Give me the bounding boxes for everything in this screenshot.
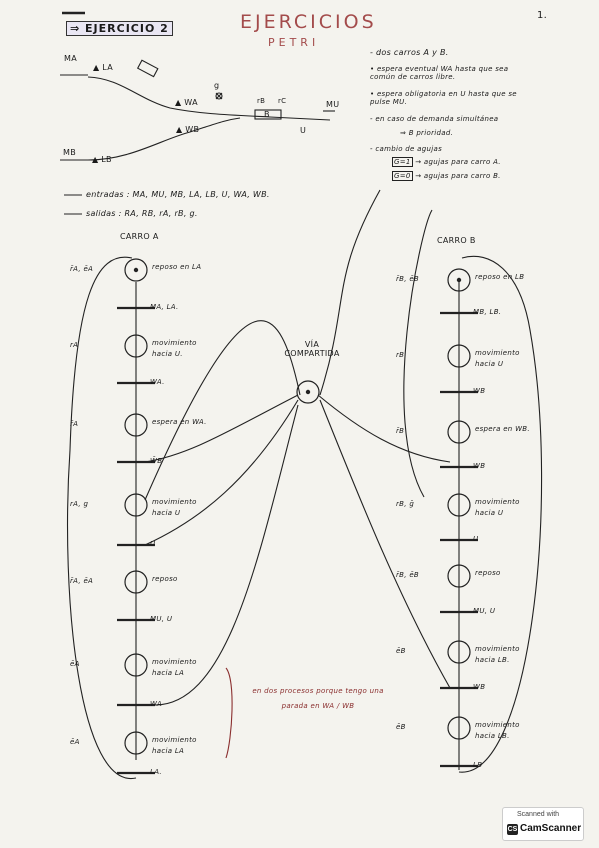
place-name: espera en WA.: [152, 418, 207, 426]
transition-label: MU, U: [150, 615, 173, 623]
place-output-label: rA: [70, 341, 79, 349]
carro-b-token: [456, 277, 462, 283]
place-output-label: ēB: [396, 647, 406, 655]
shared-place: [296, 380, 320, 404]
transition-label: U: [150, 540, 156, 548]
place-name: movimiento hacia U: [152, 498, 197, 517]
place-output-label: rA, g: [70, 500, 89, 508]
place-output-label: r̄B: [396, 427, 405, 435]
place-name: movimiento hacia U: [475, 349, 520, 368]
carro-b-place-4: [447, 493, 471, 517]
note-3: • espera obligatoria en U hasta que se p…: [370, 90, 517, 106]
place-name: espera en WB.: [475, 425, 530, 433]
place-output-label: rB: [396, 351, 405, 359]
label-wa: ▲ WA: [175, 98, 198, 107]
place-name: movimiento hacia U.: [152, 339, 197, 358]
note-4: - en caso de demanda simultánea: [370, 115, 499, 123]
salidas-line: salidas : RA, RB, rA, rB, g.: [86, 209, 198, 218]
label-mb: MB: [63, 148, 76, 157]
page-number: 1.: [537, 10, 548, 21]
entradas-line: entradas : MA, MU, MB, LA, LB, U, WA, WB…: [86, 190, 270, 199]
transition-label: W̄B: [150, 457, 163, 465]
label-g: g: [214, 81, 220, 90]
place-output-label: ēA: [70, 660, 80, 668]
label-la: ▲ LA: [93, 63, 114, 72]
agujas-b: Ḡ=0 → agujas para carro B.: [392, 171, 501, 181]
place-output-label: rB, ḡ: [396, 500, 415, 508]
label-mu: MU: [326, 100, 340, 109]
carro-a-place-4: [124, 493, 148, 517]
transition-label: MU, U: [473, 607, 496, 615]
place-output-label: r̄A, ēA: [70, 265, 94, 273]
place-name: reposo: [152, 575, 178, 583]
transition-label: WB: [473, 683, 486, 691]
place-name: reposo: [475, 569, 501, 577]
transition-label: WA: [150, 700, 162, 708]
transition-label: MA, LA.: [150, 303, 179, 311]
transition-label: LA.: [150, 768, 162, 776]
carro-a-token: [133, 267, 139, 273]
label-b: B: [264, 110, 270, 119]
carro-a-title: CARRO A: [120, 232, 159, 241]
margin-note: en dos procesos porque tengo una parada …: [252, 687, 384, 710]
carro-a-place-5: [124, 570, 148, 594]
transition-label: WA.: [150, 378, 165, 386]
transition-label: WB: [473, 462, 486, 470]
label-wb: ▲ WB: [176, 125, 200, 134]
note-2: • espera eventual WA hasta que sea común…: [370, 65, 509, 81]
label-rb: rB: [257, 97, 266, 105]
carro-b-place-1: [447, 268, 471, 292]
place-output-label: r̄B, ēB: [396, 275, 420, 283]
place-output-label: ēB: [396, 723, 406, 731]
shared-track-title: VÍA COMPARTIDA: [284, 340, 340, 358]
camscanner-logo-icon: CS: [507, 824, 518, 835]
place-name: movimiento hacia LB.: [475, 721, 520, 740]
place-name: movimiento hacia LA: [152, 658, 197, 677]
carro-b-title: CARRO B: [437, 236, 476, 245]
note-1: - dos carros A y B.: [370, 48, 449, 57]
note-5: ⇒ B prioridad.: [400, 129, 454, 137]
note-6: - cambio de agujas: [370, 145, 443, 153]
exercise-label: ⇒ EJERCICIO 2: [66, 21, 173, 36]
label-ma: MA: [64, 54, 77, 63]
label-lb: ▲ LB: [92, 155, 112, 164]
page-subtitle: PETRI: [268, 36, 320, 49]
place-name: reposo en LA: [152, 263, 202, 271]
transition-label: MB, LB.: [473, 308, 502, 316]
carro-b-place-5: [447, 564, 471, 588]
carro-b-place-6: [447, 640, 471, 664]
place-output-label: r̄B, ēB: [396, 571, 420, 579]
place-output-label: ēA: [70, 738, 80, 746]
carro-b-place-7: [447, 716, 471, 740]
place-name: movimiento hacia LB.: [475, 645, 520, 664]
place-name: movimiento hacia U: [475, 498, 520, 517]
label-rc: rC: [278, 97, 287, 105]
agujas-a: G=1 → agujas para carro A.: [392, 157, 501, 167]
carro-a-place-3: [124, 413, 148, 437]
transition-label: WB: [473, 387, 486, 395]
place-output-label: r̄A, ēA: [70, 577, 94, 585]
transition-label: LB: [473, 761, 483, 769]
place-output-label: r̄A: [70, 420, 79, 428]
label-u: U: [300, 126, 307, 135]
carro-a-place-7: [124, 731, 148, 755]
carro-a-place-1: [124, 258, 148, 282]
carro-b-place-3: [447, 420, 471, 444]
page-title: EJERCICIOS: [240, 11, 377, 33]
carro-b-place-2: [447, 344, 471, 368]
place-name: movimiento hacia LA: [152, 736, 197, 755]
place-name: reposo en LB: [475, 273, 525, 281]
transition-label: U: [473, 535, 479, 543]
carro-a-place-6: [124, 653, 148, 677]
carro-a-place-2: [124, 334, 148, 358]
